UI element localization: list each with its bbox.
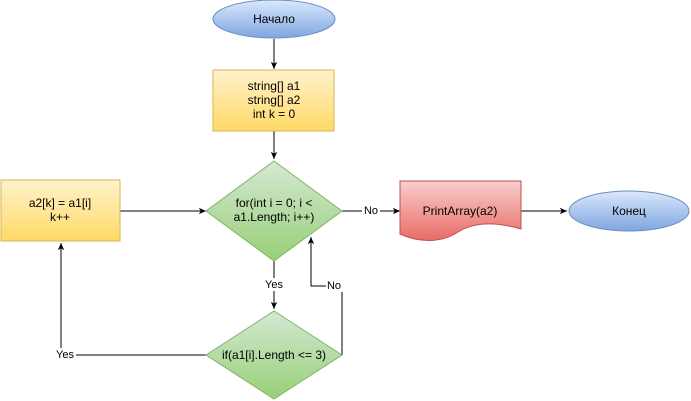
print-label: PrintArray(a2) xyxy=(423,204,498,218)
init-line-3: int k = 0 xyxy=(253,107,296,121)
edge-label-loop-yes: Yes xyxy=(265,279,283,291)
loop-line-2: a1.Length; i++) xyxy=(234,210,315,224)
assign-line-2: k++ xyxy=(50,210,70,224)
end-label: Конец xyxy=(612,204,646,218)
init-line-1: string[] a1 xyxy=(248,79,301,93)
assign-line-1: a2[k] = a1[i] xyxy=(29,196,91,210)
edge-label-condition-no: No xyxy=(327,280,341,292)
print-node: PrintArray(a2) xyxy=(399,180,522,241)
condition-node: if(a1[i].Length <= 3) xyxy=(205,310,343,400)
condition-label: if(a1[i].Length <= 3) xyxy=(222,348,326,362)
edge-condition-yes-to-assign xyxy=(57,243,206,356)
edge-label-condition-yes: Yes xyxy=(56,349,74,361)
edge-condition-no-to-loop xyxy=(307,237,343,355)
end-node: Конец xyxy=(568,190,690,232)
loop-node: for(int i = 0; i < a1.Length; i++) xyxy=(205,160,343,262)
start-node: Начало xyxy=(212,0,336,39)
loop-line-1: for(int i = 0; i < xyxy=(236,196,313,210)
init-node: string[] a1 string[] a2 int k = 0 xyxy=(212,69,335,132)
start-label: Начало xyxy=(253,12,295,26)
edge-label-loop-no: No xyxy=(364,205,378,217)
assign-node: a2[k] = a1[i] k++ xyxy=(0,179,121,242)
init-line-2: string[] a2 xyxy=(248,93,301,107)
